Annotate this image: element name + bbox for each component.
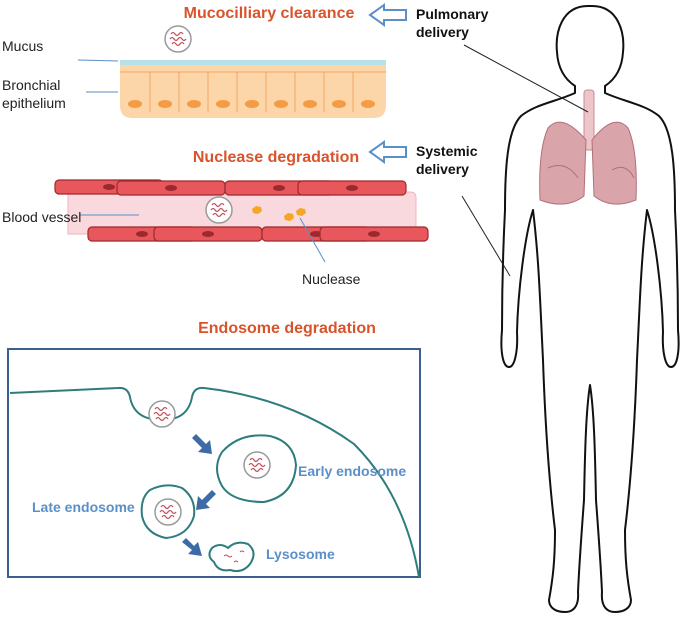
cell-membrane: [9, 386, 420, 578]
lysosome: [208, 541, 255, 573]
nuclease-pointer: [299, 217, 326, 263]
mucus-label: Mucus: [2, 38, 43, 54]
early-endosome-label: Early endosome: [298, 463, 406, 479]
hollow-arrow-left-icon: [368, 140, 407, 164]
lysosome-label: Lysosome: [266, 546, 335, 562]
title-endosome: Endosome degradation: [198, 320, 376, 337]
bronchial-label-line2: epithelium: [2, 95, 66, 111]
pulmonary-delivery-line1: Pulmonary: [416, 6, 489, 22]
nuclease-enzymes: [252, 206, 306, 221]
human-body-icon: [500, 5, 680, 613]
nanoparticle-icon: [243, 451, 271, 479]
bronchial-label-line1: Bronchial: [2, 77, 60, 93]
bronchial-epithelium: [120, 60, 386, 118]
blood-vessel: [54, 179, 429, 242]
late-endosome-label: Late endosome: [32, 499, 135, 515]
systemic-pointer: [461, 195, 511, 277]
pulmonary-pointer: [463, 44, 589, 113]
nanoparticle-icon: [205, 196, 233, 224]
pulmonary-delivery-line2: delivery: [416, 24, 469, 40]
nanoparticle-icon: [148, 400, 176, 428]
lungs-icon: [539, 89, 637, 205]
down-arrow-icon: [182, 538, 202, 556]
hollow-arrow-left-icon: [368, 3, 407, 27]
title-nuclease: Nuclease degradation: [193, 149, 359, 166]
systemic-delivery-line1: Systemic: [416, 143, 478, 159]
blood-vessel-label: Blood vessel: [2, 209, 81, 225]
cell-frame: [7, 348, 421, 578]
systemic-delivery-line2: delivery: [416, 161, 469, 177]
nuclease-label: Nuclease: [302, 271, 361, 287]
title-mucociliary: Mucocilliary clearance: [184, 5, 355, 22]
down-arrow-icon: [196, 490, 216, 510]
mucus-pointer: [77, 59, 119, 62]
down-arrow-icon: [192, 434, 212, 454]
nanoparticle-icon: [164, 25, 192, 53]
nanoparticle-icon: [154, 498, 182, 526]
